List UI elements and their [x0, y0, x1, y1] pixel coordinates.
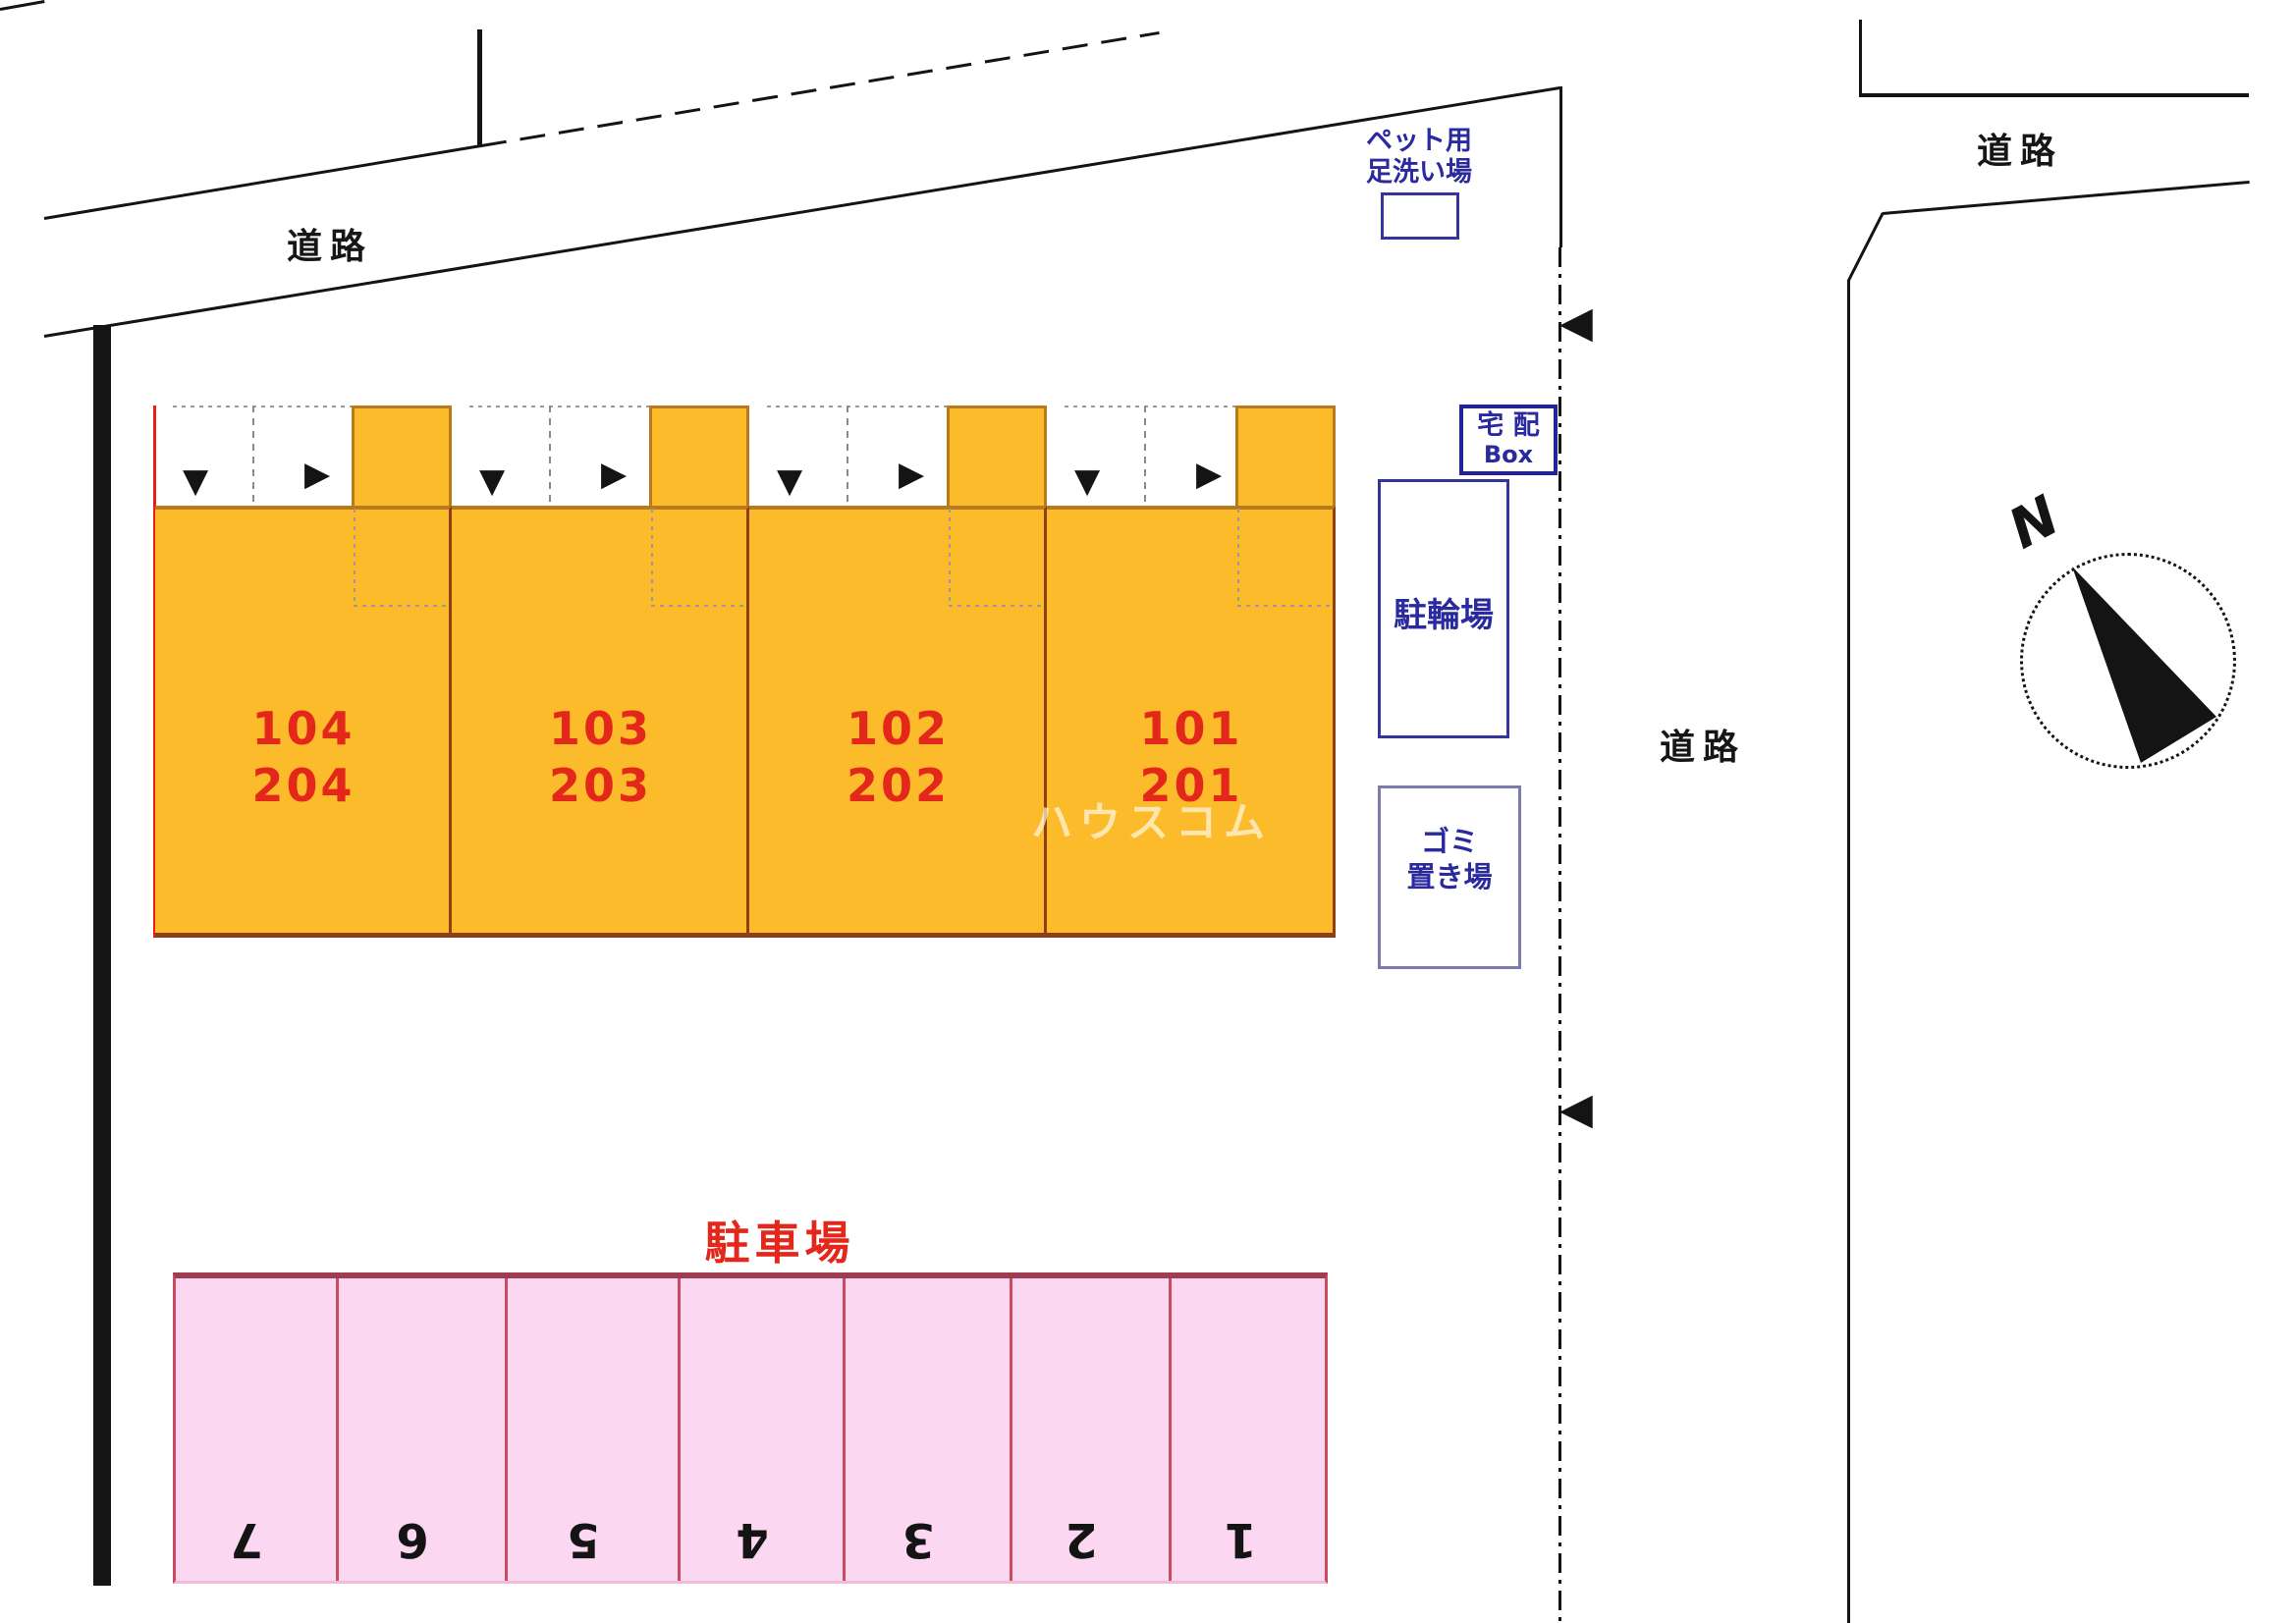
corner-tick-line: [0, 0, 45, 11]
unit-stair-tab: [1235, 406, 1336, 512]
pet-wash-label-line1: ペット用: [1366, 126, 1472, 156]
unit-stair-tab: [649, 406, 749, 512]
right-arrow-icon: ▶: [899, 455, 925, 494]
down-arrow-icon: ▼: [777, 461, 803, 501]
road-upper-line-dashed: [480, 30, 1160, 147]
unit-number-second-floor: 203: [548, 759, 653, 812]
unit-number-first-floor: 103: [548, 702, 653, 755]
unit-number-first-floor: 101: [1139, 702, 1243, 755]
stall-divider: [336, 1278, 339, 1581]
entry-dotted-line: [173, 406, 352, 407]
parking-stall-number: 7: [230, 1512, 263, 1567]
stall-divider: [505, 1278, 508, 1581]
down-arrow-icon: ▼: [183, 461, 209, 501]
interior-dotted-line-h: [354, 605, 449, 607]
unit-body: [452, 506, 749, 938]
road-upper-line-solid: [43, 144, 482, 220]
interior-dotted-line-h: [1237, 605, 1333, 607]
stall-divider: [678, 1278, 681, 1581]
delivery-box-label-line1: 宅 配: [1477, 410, 1540, 441]
garbage-area-label-line2: 置き場: [1406, 860, 1493, 893]
ne-corner-tick: [1859, 20, 1862, 95]
right-arrow-icon: ▶: [601, 455, 628, 494]
parking-stall-number: 2: [1065, 1512, 1098, 1567]
left-arrow-icon: ◀: [1559, 298, 1593, 348]
parking-stall-number: 6: [396, 1512, 429, 1567]
ne-lot-diagonal: [1882, 180, 2250, 215]
right-arrow-icon: ▶: [304, 455, 331, 494]
watermark: ハウスコム: [1031, 798, 1273, 846]
stall-divider: [843, 1278, 846, 1581]
interior-dotted-line-v: [949, 509, 951, 607]
unit-body: [749, 506, 1047, 938]
garbage-area-box: ゴミ 置き場: [1378, 785, 1521, 969]
road-label-top-right: 道路: [1976, 132, 2063, 172]
stall-divider: [1169, 1278, 1172, 1581]
building-unit-104: ▼ ▶ 104 204: [155, 406, 452, 938]
stall-divider: [1010, 1278, 1012, 1581]
unit-number-label: 103 203: [452, 700, 749, 814]
ne-lot-steep-segment: [1846, 212, 1885, 283]
down-arrow-icon: ▼: [479, 461, 506, 501]
parking-stall-number: 4: [736, 1512, 769, 1567]
building-unit-103: ▼ ▶ 103 203: [452, 406, 749, 938]
unit-number-label: 101 201: [1047, 700, 1336, 814]
unit-number-label: 102 202: [749, 700, 1047, 814]
parking-lot: 7 6 5 4 3 2 1: [173, 1272, 1328, 1584]
garbage-area-label-line1: ゴミ: [1420, 825, 1478, 858]
unit-number-first-floor: 104: [251, 702, 355, 755]
entry-dashed-divider: [252, 406, 254, 506]
interior-dotted-line-h: [651, 605, 746, 607]
right-arrow-icon: ▶: [1196, 455, 1223, 494]
road-label-right: 道路: [1659, 728, 1746, 768]
parking-stall-number: 1: [1224, 1512, 1257, 1567]
interior-dotted-line-v: [1237, 509, 1239, 607]
unit-stair-tab: [352, 406, 452, 512]
pet-wash-label: ペット用 足洗い場: [1336, 126, 1503, 189]
compass-circle: [2020, 553, 2236, 769]
bicycle-parking-label: 駐輪場: [1394, 596, 1494, 635]
unit-body: [1047, 506, 1336, 938]
road-label-top-left: 道路: [286, 227, 373, 267]
unit-stair-tab: [947, 406, 1047, 512]
interior-dotted-line-h: [949, 605, 1044, 607]
unit-number-first-floor: 102: [846, 702, 951, 755]
ne-road-top-line: [1859, 93, 2249, 97]
east-boundary-solid-top: [1559, 86, 1562, 247]
interior-dotted-line-v: [651, 509, 653, 607]
road-upper-tick: [477, 29, 482, 147]
entry-dashed-divider: [847, 406, 848, 506]
entry-dashed-divider: [549, 406, 551, 506]
parking-stall-number: 3: [902, 1512, 935, 1567]
bicycle-parking-box: 駐輪場: [1378, 479, 1509, 738]
entry-dotted-line: [469, 406, 649, 407]
down-arrow-icon: ▼: [1074, 461, 1101, 501]
unit-number-label: 104 204: [155, 700, 452, 814]
parking-lot-title: 駐車場: [704, 1217, 855, 1270]
compass-north-label: N: [1998, 483, 2070, 563]
east-boundary-dashdot: [1558, 247, 1561, 1623]
west-boundary-thick-line: [93, 325, 111, 1586]
left-arrow-icon: ◀: [1559, 1084, 1593, 1134]
parking-stall-number: 5: [567, 1512, 600, 1567]
pet-wash-label-line2: 足洗い場: [1366, 157, 1472, 188]
unit-body: [155, 506, 452, 938]
road-lower-line: [43, 86, 1560, 338]
unit-number-second-floor: 201: [1139, 759, 1243, 812]
east-lot-boundary-vertical: [1847, 280, 1850, 1623]
unit-number-second-floor: 202: [846, 759, 951, 812]
interior-dotted-line-v: [354, 509, 355, 607]
building-unit-101: ▼ ▶ 101 201: [1047, 406, 1336, 938]
building-unit-102: ▼ ▶ 102 202: [749, 406, 1047, 938]
unit-number-second-floor: 204: [251, 759, 355, 812]
entry-dotted-line: [767, 406, 947, 407]
pet-wash-box: [1381, 192, 1459, 240]
building-west-red-edge: [153, 406, 156, 938]
entry-dashed-divider: [1144, 406, 1146, 506]
delivery-box-label-line2: Box: [1483, 441, 1534, 468]
delivery-box: 宅 配 Box: [1459, 405, 1558, 475]
entry-dotted-line: [1065, 406, 1235, 407]
